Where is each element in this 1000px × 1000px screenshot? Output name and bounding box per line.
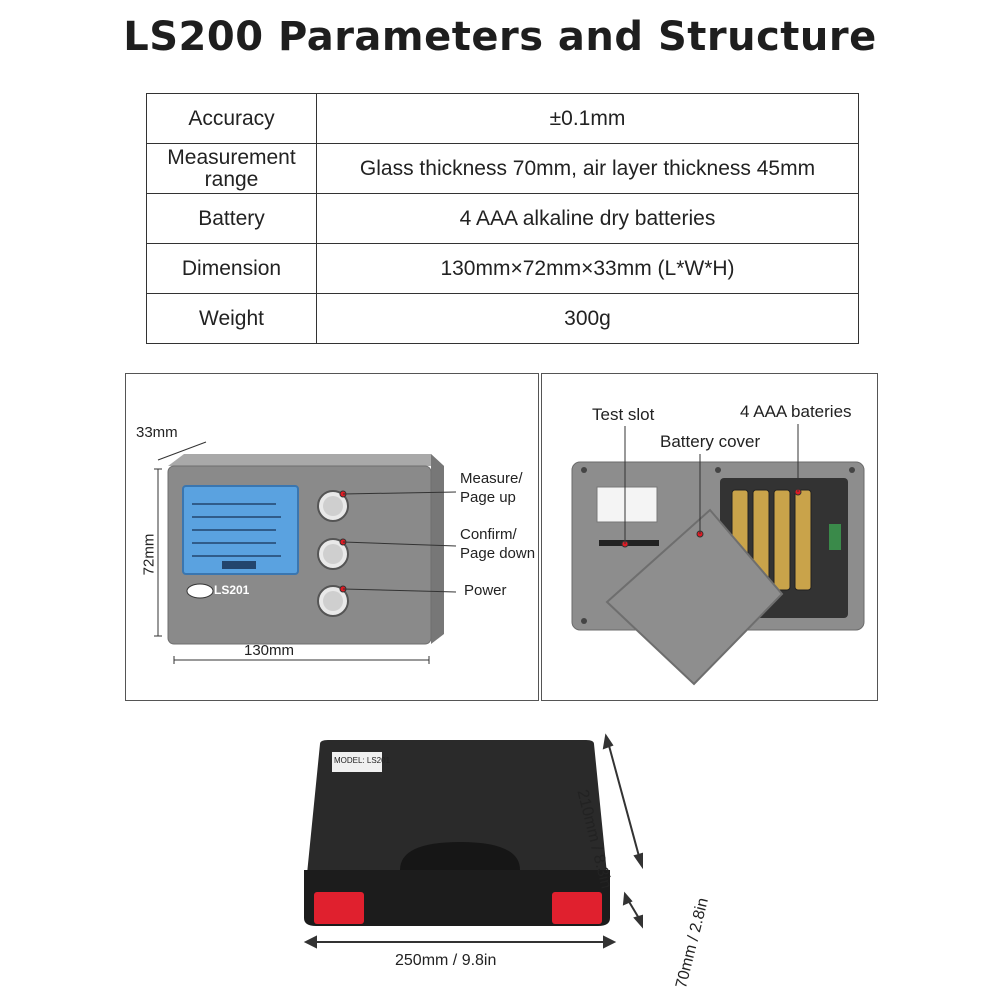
battery-cover-label: Battery cover — [660, 432, 761, 451]
spec-label: Accuracy — [146, 93, 317, 144]
width-label: 130mm — [244, 642, 295, 659]
spec-label-line: Measurement — [167, 145, 296, 169]
spec-value: 300g — [316, 293, 859, 344]
spec-label-line: range — [204, 167, 259, 191]
batteries-label: 4 AAA bateries — [740, 402, 852, 421]
annot-line: Confirm/ — [460, 526, 517, 543]
annot-line: Measure/ — [460, 470, 523, 487]
depth-label: 33mm — [136, 424, 178, 441]
height-label: 72mm — [140, 533, 158, 576]
spec-label: Weight — [146, 293, 317, 344]
test-slot-label: Test slot — [592, 405, 655, 424]
spec-table: Accuracy ±0.1mm Measurement range Glass … — [146, 93, 859, 344]
page-title: LS200 Parameters and Structure — [123, 14, 877, 60]
device-model-label: LS201 — [214, 583, 250, 597]
confirm-button-label: Confirm/ Page down — [460, 525, 535, 563]
table-row: Accuracy ±0.1mm — [146, 93, 859, 144]
carry-case-illustration — [303, 733, 643, 949]
spec-value: ±0.1mm — [316, 93, 859, 144]
annot-line: Page down — [460, 545, 536, 562]
spec-label: Battery — [146, 193, 317, 244]
front-view-panel: 33mm 72mm 130mm LS201 Measure/ Page up C… — [125, 373, 539, 701]
device-back-illustration — [571, 424, 865, 686]
device-front-illustration — [154, 441, 457, 664]
table-row: Dimension 130mm×72mm×33mm (L*W*H) — [146, 243, 859, 294]
spec-label: Dimension — [146, 243, 317, 294]
case-label-text: MODEL: LS201 — [334, 756, 391, 765]
case-view: MODEL: LS201 250mm / 9.8in 210mm / 8.3in… — [290, 720, 712, 1000]
table-row: Measurement range Glass thickness 70mm, … — [146, 143, 859, 194]
measure-button-label: Measure/ Page up — [460, 469, 523, 507]
spec-label: Measurement range — [146, 143, 317, 194]
case-length-label: 250mm / 9.8in — [395, 952, 497, 969]
spec-value: Glass thickness 70mm, air layer thicknes… — [316, 143, 859, 194]
back-view-panel: Test slot 4 AAA bateries Battery cover — [541, 373, 878, 701]
annot-line: Page up — [460, 489, 516, 506]
spec-value: 4 AAA alkaline dry batteries — [316, 193, 859, 244]
spec-value: 130mm×72mm×33mm (L*W*H) — [316, 243, 859, 294]
power-button-label: Power — [464, 582, 507, 599]
table-row: Weight 300g — [146, 293, 859, 344]
table-row: Battery 4 AAA alkaline dry batteries — [146, 193, 859, 244]
